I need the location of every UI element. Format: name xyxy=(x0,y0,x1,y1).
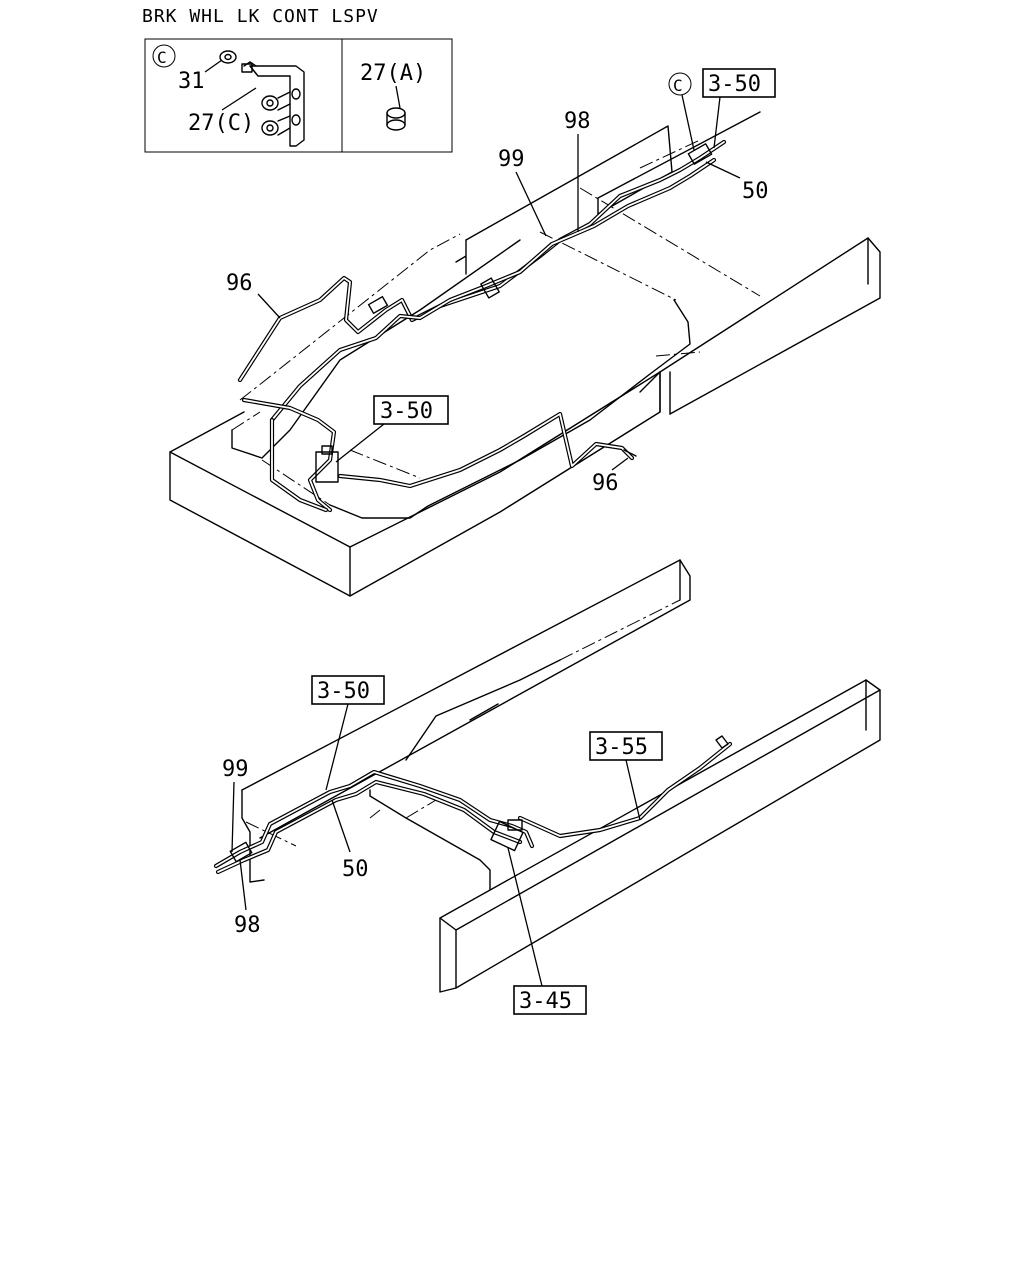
upper-rail-top xyxy=(597,111,761,215)
inset-frame xyxy=(144,38,453,153)
leader-circle-upper xyxy=(681,94,695,151)
clip-icon xyxy=(480,277,500,299)
lspv-valve-icon xyxy=(315,451,339,483)
leader-ref-top xyxy=(713,96,721,149)
leader-98-lower xyxy=(239,859,247,911)
label-96-upper-left: 96 xyxy=(226,271,253,296)
leader-31 xyxy=(204,59,223,73)
nut-31-icon xyxy=(219,50,237,64)
lower-brake-pipes xyxy=(213,735,733,875)
label-99-lower: 99 xyxy=(222,757,249,782)
ref-box-top xyxy=(702,68,776,98)
lower-pipe-end-icon xyxy=(715,735,729,749)
centerline-c xyxy=(539,231,677,301)
centerline-e xyxy=(639,139,701,169)
lspv-valve-cap xyxy=(321,445,333,455)
inset-circle-label: C xyxy=(157,48,167,67)
leader-345 xyxy=(507,847,543,987)
ref-label-355: 3-55 xyxy=(595,735,648,760)
lower-centerline-d xyxy=(559,599,681,661)
lower-rail-left xyxy=(241,559,691,839)
centerline-h xyxy=(349,449,421,479)
leader-50-lower xyxy=(331,799,351,853)
lower-rail-right-top xyxy=(455,689,881,931)
upper-labels: 3-50 C 98 99 50 96 3-50 96 xyxy=(226,68,776,496)
upper-rail-right xyxy=(659,237,881,415)
lower-crossmember-a xyxy=(369,789,491,891)
ref-box-345 xyxy=(513,985,587,1015)
label-99-upper: 99 xyxy=(498,147,525,172)
diagram-title: BRK WHL LK CONT LSPV xyxy=(142,6,379,27)
sleeve-27a-icon xyxy=(386,107,406,131)
circle-mark-icon xyxy=(152,44,176,68)
lower-centerline-a xyxy=(245,821,297,847)
ref-label-top: 3-50 xyxy=(708,72,761,97)
leader-99-lower xyxy=(231,781,235,853)
lower-centerline-b xyxy=(369,809,381,819)
lower-valve-cap xyxy=(507,819,523,831)
upper-rail-left-edge xyxy=(455,239,467,275)
leader-99-upper xyxy=(515,171,547,237)
upper-recess-edge xyxy=(231,239,521,459)
upper-frame-drawing xyxy=(169,111,881,597)
upper-rail-left xyxy=(465,125,673,241)
leader-27a xyxy=(395,85,401,109)
circle-mark-upper-icon xyxy=(668,72,692,96)
lower-rail-left-edge xyxy=(241,789,265,883)
leader-350-lower xyxy=(325,703,349,791)
lower-frame-drawing xyxy=(241,559,881,993)
ref-label-350-lower: 3-50 xyxy=(317,679,370,704)
upper-brake-pipes xyxy=(237,139,727,513)
inset-box: C 31 27(C) 27(A) xyxy=(144,38,453,153)
upper-floor-edge xyxy=(329,299,691,519)
leader-50-upper xyxy=(705,161,741,179)
lower-crossmember-b xyxy=(405,659,561,761)
ref-box-355 xyxy=(589,731,663,761)
upper-rail-edges xyxy=(659,237,869,415)
label-98-upper: 98 xyxy=(564,109,591,134)
pipe-lower-98 xyxy=(215,779,523,875)
connector-50-icon xyxy=(687,143,713,165)
centerline-b xyxy=(239,233,461,401)
label-96-upper-bottom: 96 xyxy=(592,471,619,496)
centerline-f xyxy=(655,351,701,357)
ref-box-mid xyxy=(373,395,449,425)
leader-27c xyxy=(221,87,257,111)
junction-block-icon xyxy=(241,61,305,147)
pipe-96-99 xyxy=(237,139,727,383)
centerline-g xyxy=(231,411,261,431)
ref-label-mid: 3-50 xyxy=(380,399,433,424)
label-50-lower: 50 xyxy=(342,857,369,882)
upper-rail-join xyxy=(639,371,661,393)
leader-96-left xyxy=(257,293,281,319)
label-50-upper: 50 xyxy=(742,179,769,204)
label-31: 31 xyxy=(178,69,205,94)
ref-label-345: 3-45 xyxy=(519,989,572,1014)
label-27a: 27(A) xyxy=(360,61,426,86)
lower-centerline-c xyxy=(405,799,437,819)
ref-box-350-lower xyxy=(311,675,385,705)
upper-circle-label: C xyxy=(673,76,683,95)
leader-355 xyxy=(625,759,641,821)
lower-connector-icon xyxy=(229,841,253,863)
lower-labels: 3-50 3-55 3-45 99 50 98 xyxy=(222,675,663,1015)
centerline-d xyxy=(579,187,761,297)
upper-slab-front xyxy=(169,451,351,597)
label-27c: 27(C) xyxy=(188,111,254,136)
lower-valve-icon xyxy=(490,820,524,852)
lower-crossmember-c xyxy=(469,703,499,721)
label-98-lower: 98 xyxy=(234,913,261,938)
leader-ref-mid xyxy=(335,423,385,463)
bracket-icon xyxy=(367,295,389,315)
pipe-end-96 xyxy=(623,449,637,457)
leader-96-bottom xyxy=(611,457,629,471)
